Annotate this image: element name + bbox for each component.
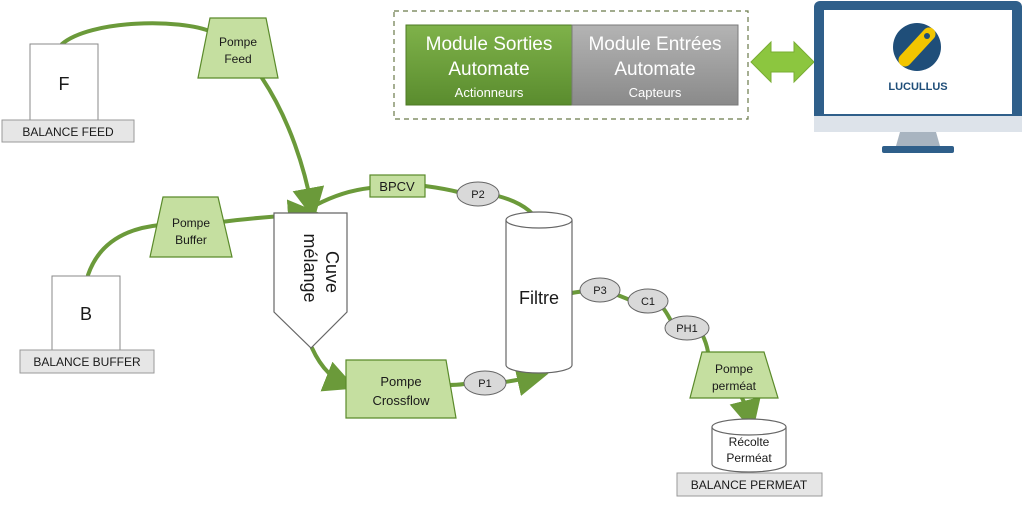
buffer-container-label: B bbox=[80, 304, 92, 324]
sensor-p1-shape bbox=[463, 370, 507, 396]
balance-buffer-caption: BALANCE BUFFER bbox=[33, 355, 141, 369]
automate-panel: Module Sorties Automate Actionneurs Modu… bbox=[393, 10, 749, 120]
pump-feed-line1: Pompe bbox=[219, 35, 257, 49]
cuve-melange-line1: Cuve bbox=[322, 251, 342, 293]
module-sorties-title-1: Module Sorties bbox=[426, 34, 553, 55]
line-bpcv-to-p2 bbox=[423, 184, 460, 194]
pump-feed-shape bbox=[197, 17, 279, 79]
module-sorties-title-2: Automate bbox=[448, 59, 529, 80]
sensor-p2-shape bbox=[456, 181, 500, 207]
balance-feed-caption: BALANCE FEED bbox=[22, 125, 114, 139]
line-pump-feed-to-cuve bbox=[260, 76, 325, 220]
line-pump-to-recolte bbox=[729, 396, 761, 432]
pump-crossflow: Pompe Crossflow bbox=[345, 359, 457, 419]
pump-permeat: Pompe perméat bbox=[689, 351, 779, 399]
line-cuve-to-crossflow bbox=[310, 346, 357, 392]
monitor-computer: LUCULLUS bbox=[814, 1, 1022, 153]
pump-crossflow-line1: Pompe bbox=[380, 374, 421, 389]
sensor-ph1-label: PH1 bbox=[676, 323, 697, 335]
bpcv-box bbox=[369, 174, 426, 198]
lucullus-logo-icon bbox=[893, 23, 941, 71]
pump-feed-line2: Feed bbox=[224, 52, 251, 66]
recolte-line2: Perméat bbox=[726, 451, 772, 465]
bpcv-valve: BPCV bbox=[369, 174, 426, 198]
filtre: Filtre bbox=[505, 211, 573, 374]
cuve-melange-shape bbox=[273, 212, 348, 349]
balance-permeat-caption: BALANCE PERMEAT bbox=[691, 478, 808, 492]
recolte-permeat: Récolte Perméat BALANCE PERMEAT bbox=[676, 418, 823, 497]
balance-buffer: B BALANCE BUFFER bbox=[19, 275, 155, 374]
sensor-p2-label: P2 bbox=[471, 189, 484, 201]
pump-permeat-line1: Pompe bbox=[715, 362, 753, 376]
module-entrees-box bbox=[571, 24, 739, 106]
module-entrees-title-1: Module Entrées bbox=[588, 34, 721, 55]
monitor-neck bbox=[896, 132, 940, 146]
module-sorties-box bbox=[405, 24, 573, 106]
sensor-c1: C1 bbox=[627, 288, 669, 314]
balance-feed-plate bbox=[1, 119, 135, 143]
line-cuve-to-bpcv bbox=[314, 186, 372, 207]
line-feed-to-pump bbox=[60, 21, 214, 46]
monitor-base bbox=[882, 146, 954, 153]
bpcv-label: BPCV bbox=[379, 179, 415, 194]
recolte-line1: Récolte bbox=[729, 435, 770, 449]
pump-buffer-line1: Pompe bbox=[172, 216, 210, 230]
pump-crossflow-shape bbox=[345, 359, 457, 419]
pump-buffer-shape bbox=[149, 196, 233, 258]
pump-buffer-line2: Buffer bbox=[175, 233, 207, 247]
double-arrow-icon bbox=[750, 40, 815, 84]
sensor-p2: P2 bbox=[456, 181, 500, 207]
cuve-melange: Cuve mélange bbox=[273, 212, 348, 349]
pump-permeat-line2: perméat bbox=[712, 379, 757, 393]
line-p1-to-filtre bbox=[503, 364, 549, 396]
recolte-top bbox=[711, 418, 787, 436]
pump-permeat-shape bbox=[689, 351, 779, 399]
module-entrees-subtitle: Capteurs bbox=[629, 85, 682, 100]
feed-container-label: F bbox=[59, 74, 70, 94]
balance-buffer-plate bbox=[19, 349, 155, 374]
feed-container bbox=[29, 43, 99, 121]
sensor-p3: P3 bbox=[579, 277, 621, 303]
filtre-label: Filtre bbox=[519, 288, 559, 308]
recolte-body bbox=[711, 427, 787, 473]
pump-crossflow-line2: Crossflow bbox=[372, 393, 430, 408]
sensor-p3-label: P3 bbox=[593, 285, 606, 297]
sensor-p3-shape bbox=[579, 277, 621, 303]
monitor-chin bbox=[814, 116, 1022, 132]
sensor-c1-label: C1 bbox=[641, 296, 655, 308]
sensor-p1-label: P1 bbox=[478, 378, 491, 390]
buffer-container bbox=[51, 275, 121, 351]
filtre-body bbox=[505, 220, 573, 374]
sensor-ph1: PH1 bbox=[664, 315, 710, 341]
module-sorties-subtitle: Actionneurs bbox=[455, 85, 524, 100]
monitor-logo-text: LUCULLUS bbox=[888, 81, 947, 93]
pump-feed: Pompe Feed bbox=[197, 17, 279, 79]
sensor-ph1-shape bbox=[664, 315, 710, 341]
sensor-p1: P1 bbox=[463, 370, 507, 396]
balance-permeat-plate bbox=[676, 472, 823, 497]
filtre-top bbox=[505, 211, 573, 229]
line-buffer-to-pump bbox=[86, 223, 162, 277]
cuve-melange-line2: mélange bbox=[300, 233, 320, 302]
sensor-c1-shape bbox=[627, 288, 669, 314]
pump-buffer: Pompe Buffer bbox=[149, 196, 233, 258]
automate-dashed-frame bbox=[393, 10, 749, 120]
balance-feed: F BALANCE FEED bbox=[1, 43, 135, 143]
module-entrees-title-2: Automate bbox=[614, 59, 695, 80]
